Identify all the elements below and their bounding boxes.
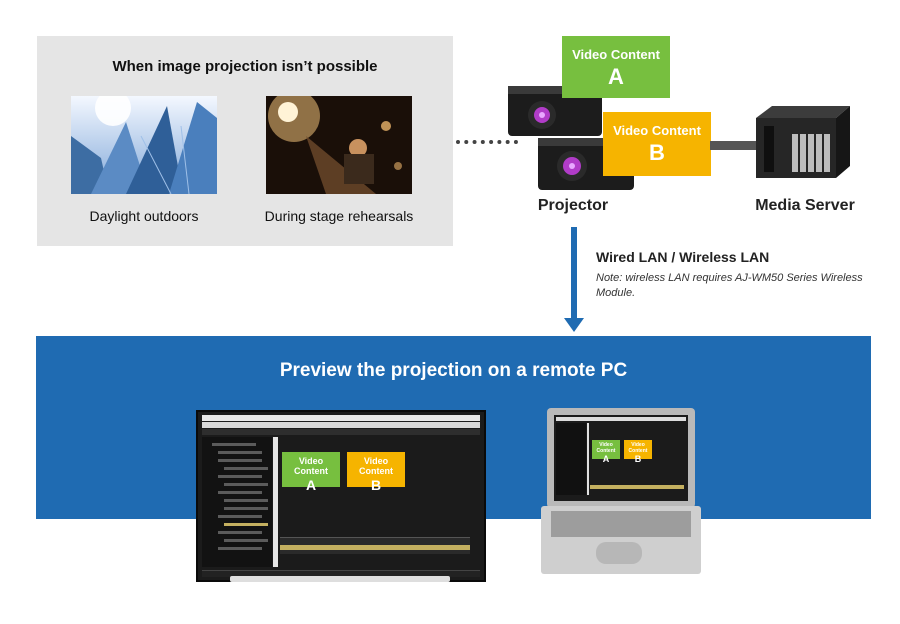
network-title: Wired LAN / Wireless LAN [596,249,770,265]
laptop-device-tree [556,423,586,495]
dotted-connector [456,140,518,144]
tree-row [224,467,268,470]
projector-icon [508,86,634,190]
laptop-splitter [587,423,589,495]
band-title: Preview the projection on a remote PC [279,360,628,381]
monitor-tabbar [202,429,480,435]
tree-row [218,547,262,550]
video-content-a-letter: A [608,64,624,89]
monitor-preview-b-letter: B [370,477,382,493]
laptop-preview-a-title: Video Content [596,442,616,454]
monitor-menubar [202,422,480,428]
monitor-device-tree [202,437,272,567]
tree-row [224,539,268,542]
tree-row [212,443,256,446]
laptop-screen: Video Content A Video Content B [554,415,688,501]
daylight-outdoors-caption: Daylight outdoors [89,208,199,224]
monitor-screenshot: Video Content A Video Content B [196,410,486,582]
monitor-stand [230,576,450,582]
video-content-b-letter: B [649,140,665,165]
media-server-label: Media Server [755,197,855,214]
tree-row [218,451,262,454]
video-content-b-title: Video Content [613,123,701,138]
laptop-table-selected-row [590,485,684,489]
stage-rehearsal-photo [266,96,412,194]
monitor-preview-b: Video Content B [347,452,405,493]
media-server-icon [756,106,850,178]
tree-row [224,483,268,486]
stage-rehearsal-caption: During stage rehearsals [264,208,414,224]
network-note: Note: wireless LAN requires AJ-WM50 Seri… [596,272,863,299]
monitor-titlebar [202,415,480,421]
monitor-preview-a-title: Video Content [294,456,328,476]
tree-row [218,515,262,518]
laptop-preview-b-letter: B [634,454,642,464]
laptop-keyboard [551,511,691,537]
tree-row-selected [224,523,268,526]
monitor-statusbar [202,570,480,577]
tree-row [224,507,268,510]
tree-row [224,499,268,502]
monitor-preview-a: Video Content A [282,452,340,493]
video-content-a: Video Content A [562,36,670,98]
laptop-titlebar [556,417,686,421]
laptop-preview-b-title: Video Content [628,442,648,454]
monitor-preview-a-letter: A [305,477,317,493]
video-content-a-title: Video Content [572,47,660,62]
laptop-preview-b: Video Content B [624,440,652,464]
monitor-table-selected-row [280,545,470,550]
projector-label: Projector [537,197,609,214]
laptop-touchpad [596,542,642,564]
monitor-preview-b-title: Video Content [359,456,393,476]
video-content-b: Video Content B [603,112,711,176]
tree-row [218,531,262,534]
network-arrow-line [571,227,577,320]
daylight-outdoors-photo [71,96,217,194]
laptop-preview-a: Video Content A [592,440,620,464]
monitor-splitter [273,437,278,567]
server-connection-bar [710,141,758,150]
panel-title: When image projection isn’t possible [112,58,378,75]
tree-row [218,459,262,462]
tree-row [218,475,262,478]
unavailable-scenarios-panel: When image projection isn’t possible [37,36,453,246]
laptop-preview-a-letter: A [602,454,610,464]
tree-row [218,491,262,494]
down-arrow-icon [564,318,584,332]
